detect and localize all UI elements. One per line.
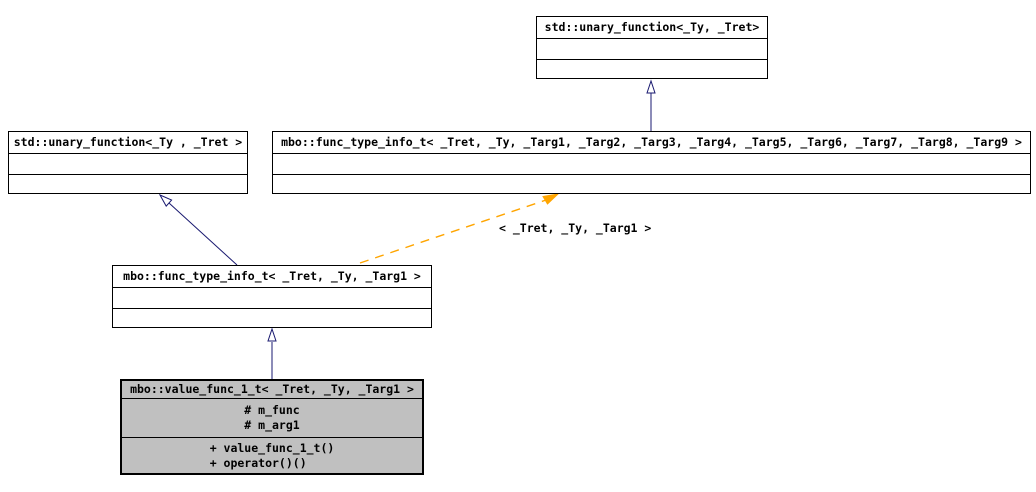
hollow-arrowhead-icon — [646, 79, 656, 94]
class-title: mbo::func_type_info_t< _Tret, _Ty, _Targ… — [281, 134, 1022, 149]
class-title: std::unary_function<_Ty , _Tret > — [13, 134, 243, 149]
inheritance-edge-valuefunc-to-specialized — [267, 327, 277, 379]
class-box-func-type-info-generic[interactable]: mbo::func_type_info_t< _Tret, _Ty, _Targ… — [272, 131, 1031, 194]
attribute-m-arg1: # m_arg1 — [244, 418, 300, 432]
class-title: std::unary_function<_Ty, _Tret> — [544, 19, 760, 34]
method-constructor: + value_func_1_t() — [209, 440, 335, 455]
class-methods-empty — [273, 174, 1030, 193]
class-methods: + value_func_1_t() + operator()() — [122, 437, 422, 473]
class-box-func-type-info-specialized[interactable]: mbo::func_type_info_t< _Tret, _Ty, _Targ… — [112, 265, 432, 328]
template-edge-label: < _Tret, _Ty, _Targ1 > — [499, 221, 652, 235]
class-title: mbo::func_type_info_t< _Tret, _Ty, _Targ… — [123, 268, 421, 283]
class-box-std-unary-function-base[interactable]: std::unary_function<_Ty, _Tret> — [536, 16, 768, 79]
class-attributes-empty — [9, 153, 247, 174]
class-attributes-empty — [273, 153, 1030, 174]
class-methods-empty — [537, 59, 767, 78]
inheritance-edge-specialized-to-left-base — [158, 193, 238, 266]
filled-arrowhead-icon — [542, 193, 560, 205]
class-methods-empty — [113, 308, 431, 327]
method-operator-call: + operator()() — [209, 455, 307, 470]
hollow-arrowhead-icon — [158, 193, 173, 207]
class-title: mbo::value_func_1_t< _Tret, _Ty, _Targ1 … — [130, 381, 414, 396]
class-attributes-empty — [113, 287, 431, 308]
hollow-arrowhead-icon — [267, 327, 277, 342]
inheritance-edge-generic-to-base — [646, 79, 656, 131]
class-box-std-unary-function-specialized[interactable]: std::unary_function<_Ty , _Tret > — [8, 131, 248, 194]
class-methods-empty — [9, 174, 247, 193]
attribute-m-func: # m_func — [244, 403, 300, 417]
class-box-value-func-1-t[interactable]: mbo::value_func_1_t< _Tret, _Ty, _Targ1 … — [120, 379, 424, 475]
class-attributes: # m_func # m_arg1 — [122, 398, 422, 437]
class-attributes-empty — [537, 38, 767, 59]
